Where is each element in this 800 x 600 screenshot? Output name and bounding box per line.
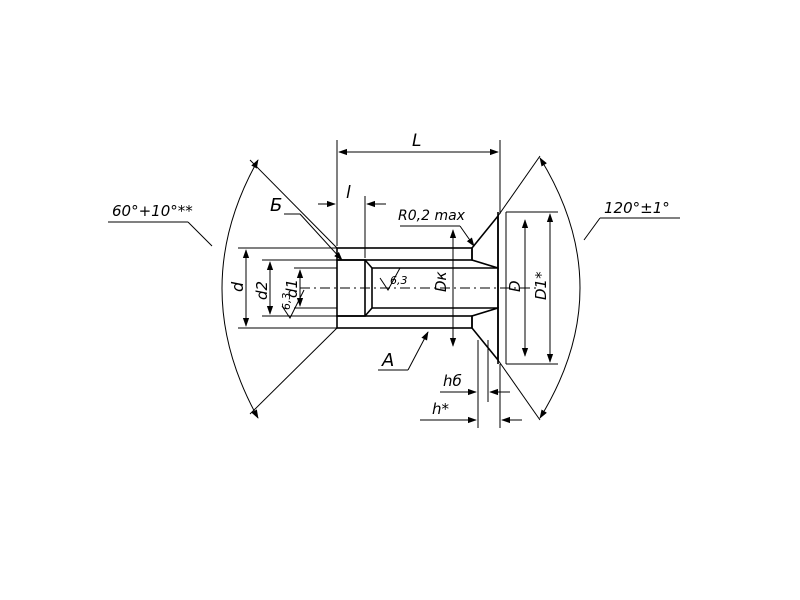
label-angle-right: 120°±1° [604,199,670,217]
label-D1: D1* [532,271,550,300]
label-angle-left: 60°+10°** [112,202,193,220]
top-wall [336,247,473,261]
roughness-mid: 6,3 [379,267,408,291]
label-D: D [506,280,524,292]
label-radius: R0,2 max [398,208,466,224]
dimension-L: L [336,131,501,246]
label-d2: d2 [253,281,271,300]
leader-radius: R0,2 max [398,208,475,247]
dimension-heights: hб h* [420,340,522,428]
dimension-D: D [506,219,529,357]
dimension-Dk: Dк [432,229,457,347]
head-top [471,213,499,270]
label-b: Б [270,195,282,216]
label-d: d [228,281,247,292]
roughness-left: 6,3 [280,289,305,319]
label-roughness-left: 6,3 [280,293,293,311]
label-h: h* [432,400,450,418]
dimension-d2: d2 [253,259,337,317]
leader-b: Б [270,195,343,261]
angle-left: 60°+10°** [108,159,338,419]
dimension-d1: d1 [283,267,337,309]
label-Dk: Dк [432,271,450,292]
label-L: L [412,131,421,151]
label-roughness-mid: 6,3 [390,274,408,287]
part-section [300,212,540,364]
leader-a: А [378,331,429,371]
head-bottom [471,306,499,363]
label-l: l [346,183,351,203]
angle-right: 120°±1° [497,155,680,421]
label-a: А [381,350,394,371]
bottom-wall [336,315,473,329]
label-d1: d1 [283,279,301,298]
dimension-l: l [318,183,386,258]
label-hb: hб [443,372,462,390]
dimension-d: d [228,247,337,329]
dimension-D1: D1* [506,211,558,365]
